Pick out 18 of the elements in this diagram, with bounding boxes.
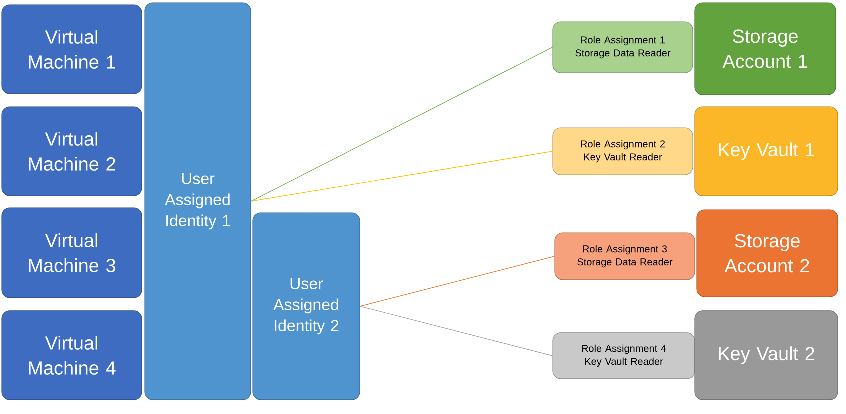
role-box: Role Assignment 2 Key Vault Reader <box>552 128 694 176</box>
resource-box: Key Vault 2 <box>694 310 838 400</box>
role-box: Role Assignment 4 Key Vault Reader <box>552 332 696 380</box>
identity-box: User Assigned Identity 1 <box>144 2 252 400</box>
machine-box: Virtual Machine 3 <box>2 208 142 298</box>
machine-box: Virtual Machine 4 <box>2 310 142 400</box>
machine-box: Virtual Machine 1 <box>2 4 142 94</box>
role-box: Role Assignment 3 Storage Data Reader <box>554 232 696 280</box>
connector-line <box>250 47 554 202</box>
identity-box: User Assigned Identity 2 <box>252 212 360 400</box>
resource-box: Storage Account 2 <box>696 210 838 298</box>
connector-line <box>360 256 556 307</box>
resource-box: Storage Account 1 <box>694 2 836 96</box>
connector-line <box>360 306 554 356</box>
resource-box: Key Vault 1 <box>694 106 838 196</box>
connector-line <box>250 151 554 202</box>
machine-box: Virtual Machine 2 <box>2 106 142 196</box>
role-box: Role Assignment 1 Storage Data Reader <box>552 22 694 74</box>
